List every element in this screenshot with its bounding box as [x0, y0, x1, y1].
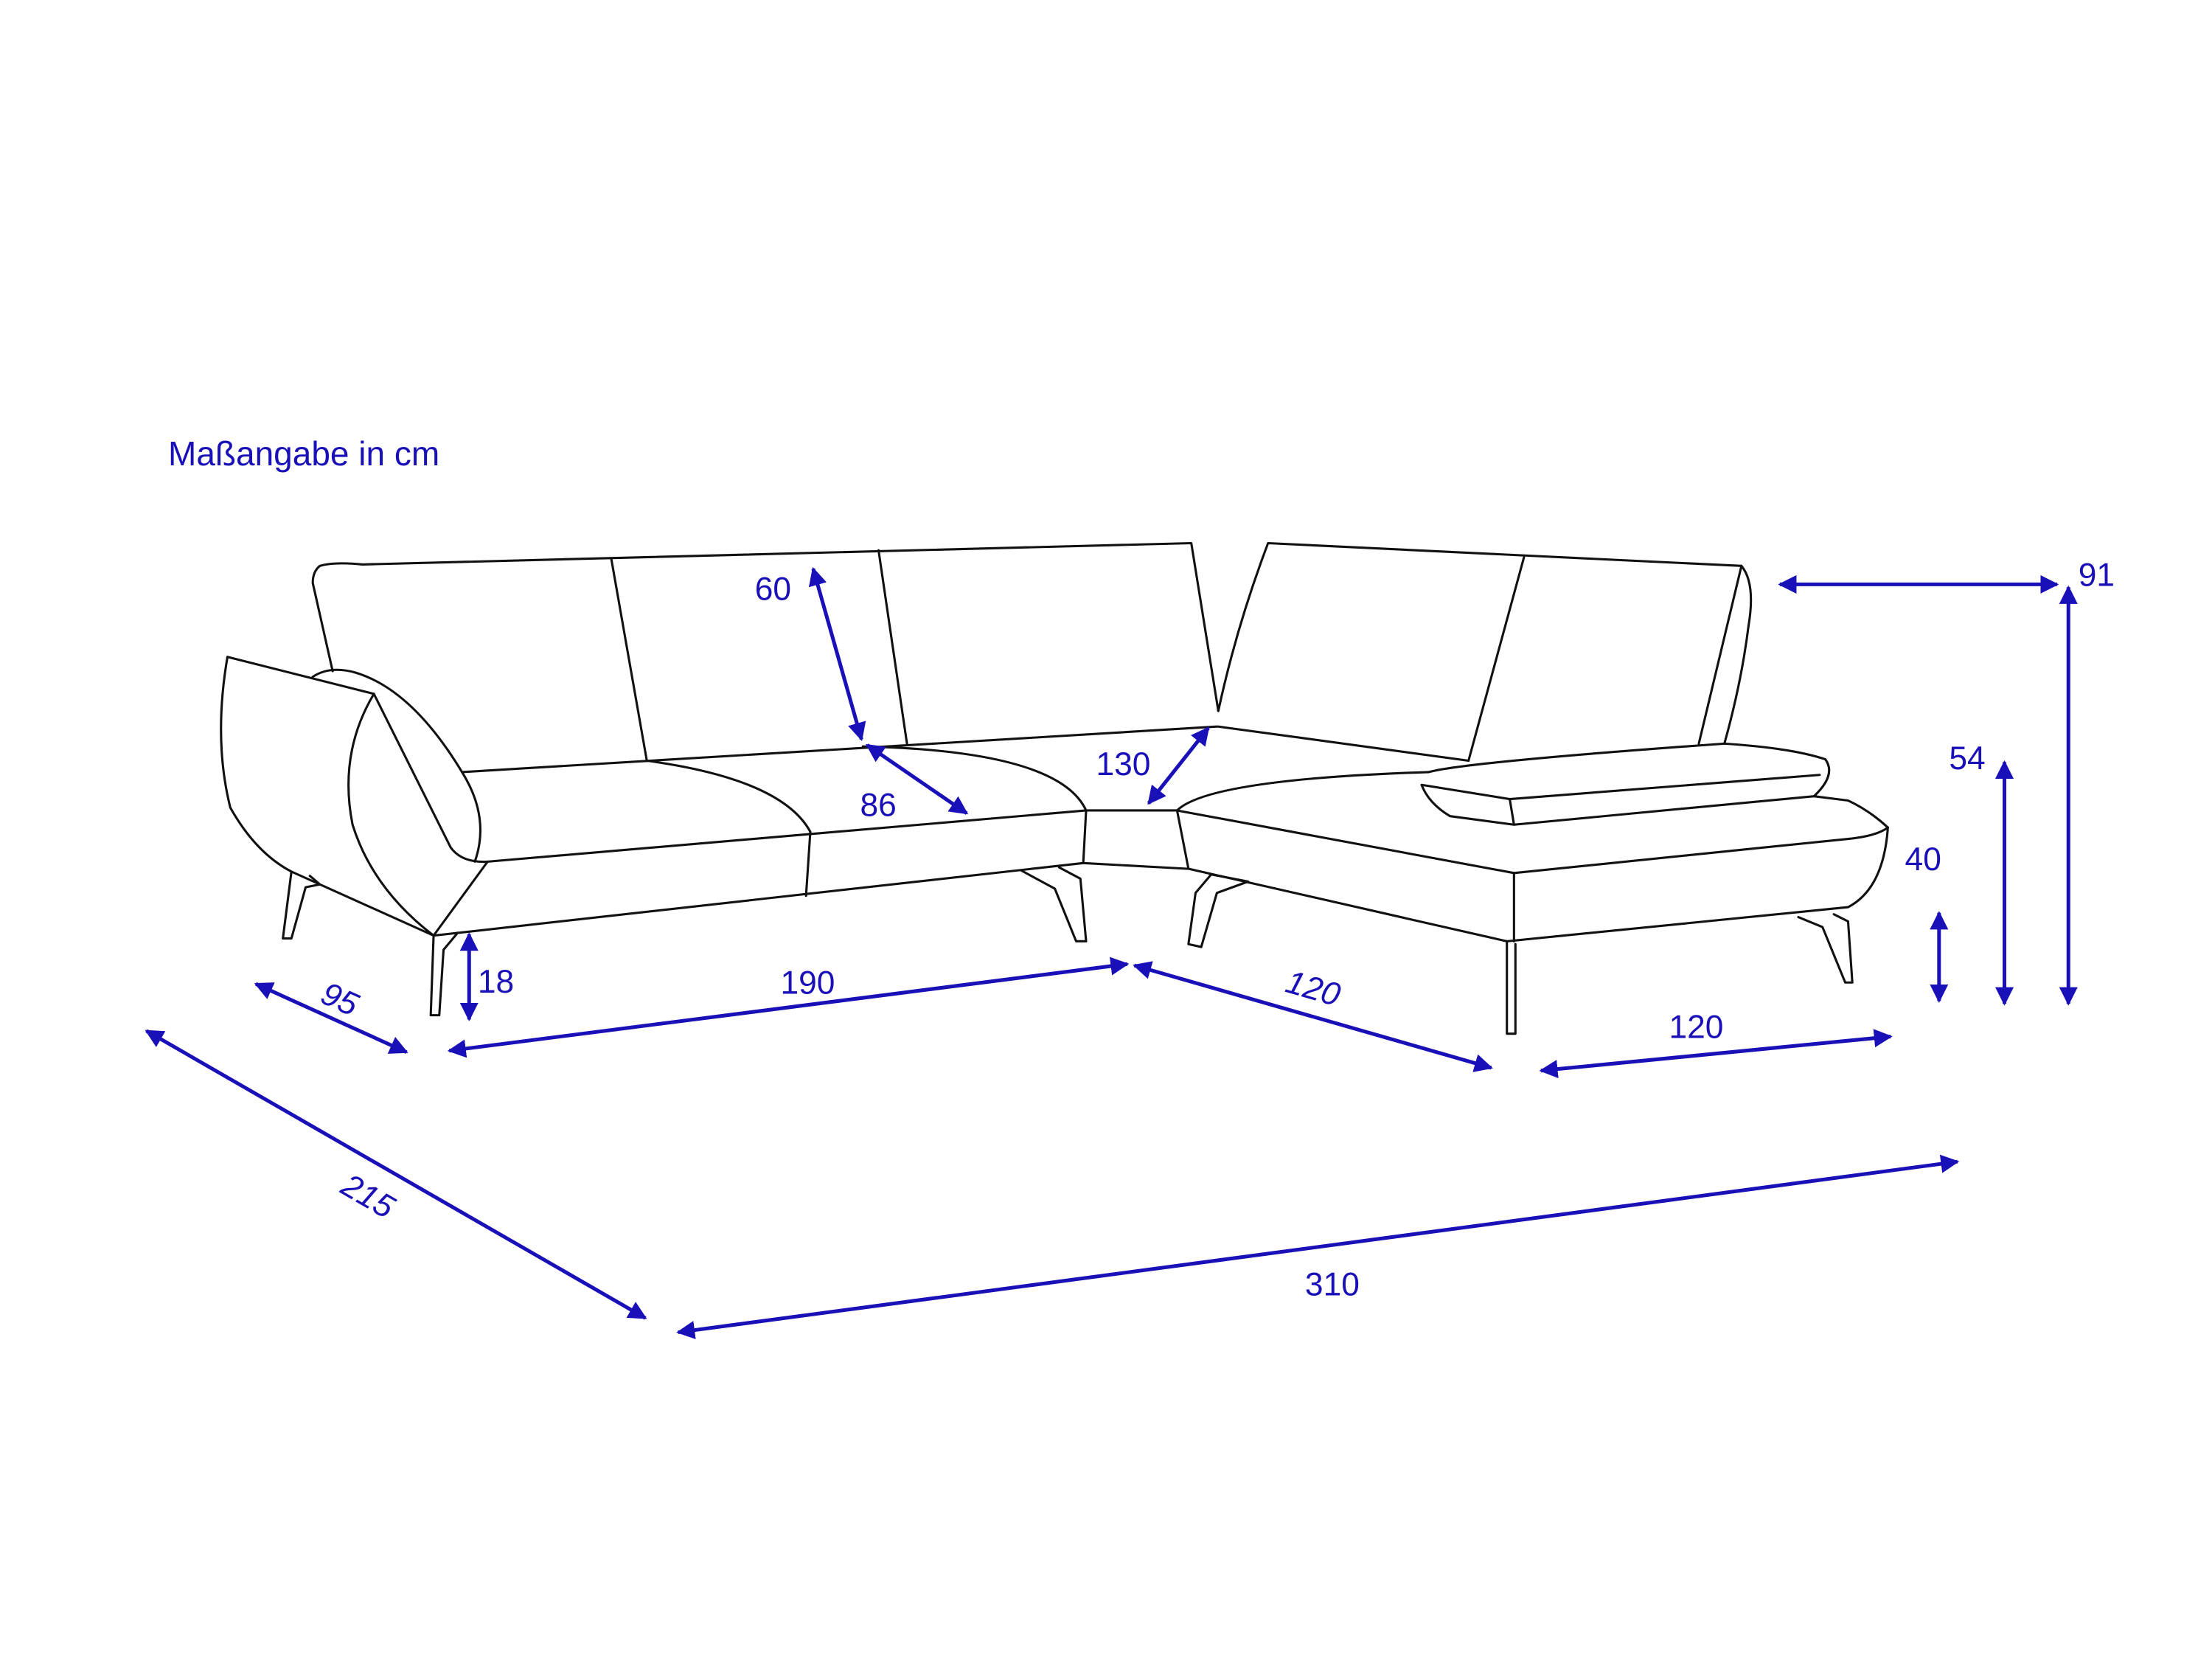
left-arm-front — [372, 692, 489, 937]
units-caption: Maßangabe in cm — [168, 434, 440, 473]
left-armrest-inner — [311, 668, 481, 937]
label-seat-height: 40 — [1905, 841, 1941, 878]
right-backrest — [1217, 541, 1753, 745]
back-seam-3 — [1467, 556, 1526, 763]
arrow-total-width — [676, 1154, 1960, 1339]
leg-corner — [1187, 873, 1250, 948]
leg-left-front — [429, 931, 459, 1017]
right-armrest-front — [1509, 795, 1889, 829]
label-armrest-height: 54 — [1949, 740, 1985, 777]
back-seam-4 — [1697, 564, 1743, 745]
label-right-width: 120 — [1669, 1009, 1723, 1045]
left-seat-top — [461, 725, 1218, 774]
corner-seat — [1082, 809, 1190, 870]
back-seam-1 — [610, 558, 648, 763]
sofa-outline — [220, 541, 1889, 1035]
left-cushion-1 — [645, 759, 812, 898]
arrow-corner-depth — [1147, 726, 1210, 805]
leg-right — [1797, 913, 1854, 984]
label-total-depth: 215 — [335, 1167, 401, 1226]
left-backrest — [311, 541, 1220, 712]
left-armrest-outer — [220, 656, 435, 937]
leg-middle — [1019, 866, 1088, 942]
arrow-seat-depth — [866, 743, 969, 815]
label-corner-width: 120 — [1281, 964, 1344, 1014]
label-backrest-height: 60 — [755, 572, 791, 608]
right-armrest — [1420, 742, 1831, 826]
label-corner-depth: 130 — [1096, 746, 1151, 782]
right-seat-top — [1217, 725, 1470, 763]
arrow-corner-width — [1133, 961, 1493, 1072]
arrow-right-width — [1539, 1029, 1893, 1079]
back-seam-2 — [877, 549, 908, 745]
label-seat-depth: 86 — [860, 788, 896, 824]
arrow-backrest-height — [808, 566, 866, 741]
label-total-height: 91 — [2079, 557, 2115, 593]
label-left-width: 190 — [780, 965, 835, 1001]
leg-left-rear — [282, 870, 321, 940]
arrow-total-depth — [145, 1029, 647, 1320]
dimension-arrows — [145, 566, 2078, 1339]
label-total-width: 310 — [1305, 1266, 1360, 1302]
leg-chaise-front — [1506, 940, 1517, 1035]
left-base-front — [432, 861, 1085, 937]
left-seat-front — [486, 809, 1088, 863]
chaise-front — [1187, 826, 1889, 942]
label-leg-height: 18 — [478, 964, 514, 1000]
